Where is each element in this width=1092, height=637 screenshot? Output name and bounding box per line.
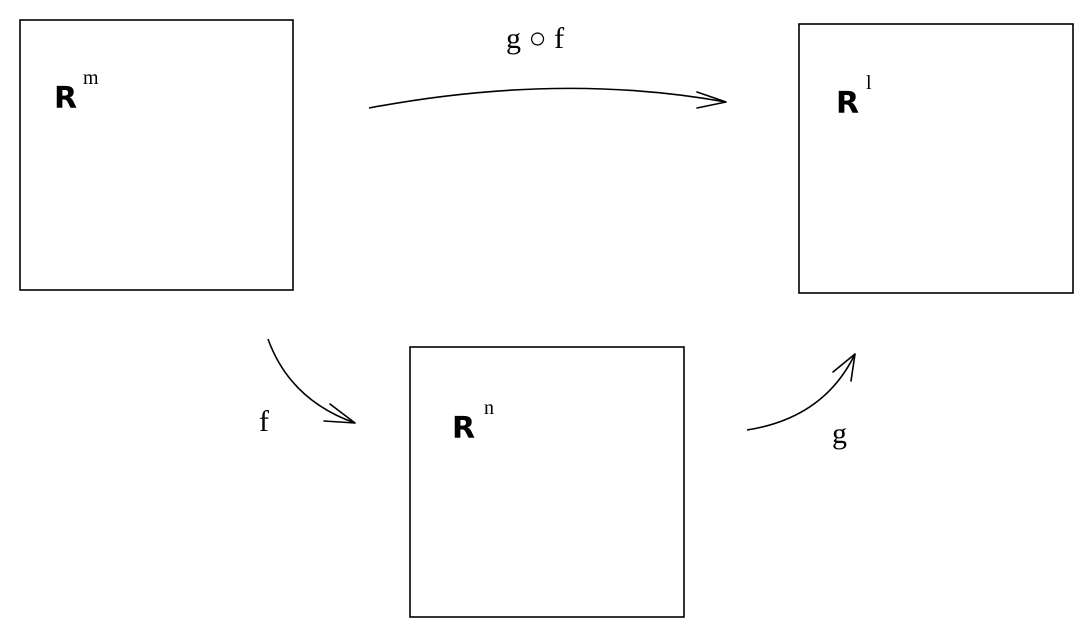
space-box-middle: R n	[409, 346, 685, 618]
composite-map-label: g ○ f	[506, 22, 564, 55]
first-map-arrowhead	[323, 403, 356, 424]
second-map-label: g	[832, 417, 847, 450]
middle-box	[409, 346, 685, 618]
composite-arrowhead	[696, 91, 727, 109]
composite-arrow: g ○ f	[368, 22, 727, 109]
second-map-arrowhead	[832, 353, 856, 382]
second-map-arrow: g	[746, 353, 856, 450]
first-map-arrow: f	[259, 338, 356, 438]
space-box-codomain: R l	[798, 23, 1074, 294]
codomain-space-base: R	[836, 86, 859, 121]
second-map-arrow-shaft	[746, 353, 856, 431]
first-map-arrow-shaft	[267, 338, 356, 424]
space-box-domain: R m	[19, 19, 294, 291]
codomain-box	[798, 23, 1074, 294]
domain-box	[19, 19, 294, 291]
domain-space-exponent: m	[83, 67, 99, 89]
middle-space-base: R	[452, 411, 475, 446]
domain-space-base: R	[54, 81, 77, 116]
composite-arrow-shaft	[368, 87, 727, 109]
middle-space-exponent: n	[484, 397, 494, 419]
codomain-space-exponent: l	[866, 72, 872, 94]
first-map-label: f	[259, 405, 269, 438]
